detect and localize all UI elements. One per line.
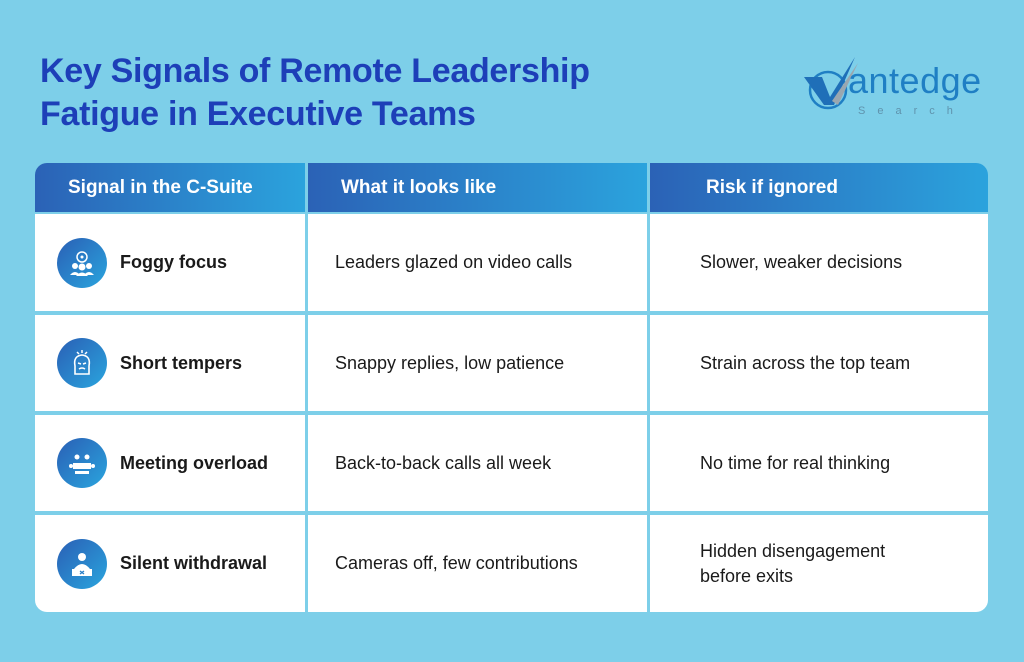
table-row-signal: Meeting overload — [35, 415, 305, 511]
looks-like-cell: Snappy replies, low patience — [308, 315, 647, 411]
risk-cell: Slower, weaker decisions — [650, 214, 988, 311]
signal-label: Silent withdrawal — [120, 553, 268, 573]
title-line-2: Fatigue in Executive Teams — [40, 95, 476, 133]
risk-cell: Strain across the top team — [650, 315, 988, 411]
signal-label: Foggy focus — [120, 252, 227, 272]
risk-cell: Hidden disengagement before exits — [650, 515, 988, 612]
signal-label: Short tempers — [120, 352, 243, 373]
header-signal: Signal in the C-Suite — [35, 163, 305, 212]
signal-label: Meeting overload — [120, 452, 269, 473]
header-risk: Risk if ignored — [650, 163, 988, 212]
checkmark-logo-icon — [804, 57, 858, 110]
angry-head-icon — [57, 338, 107, 388]
looks-like-cell: Back-to-back calls all week — [308, 415, 647, 511]
logo-subtext: Search — [858, 105, 965, 117]
table-row-signal: Short tempers — [35, 315, 305, 411]
logo-wordmark: antedge — [848, 60, 982, 101]
looks-like-cell: Cameras off, few contributions — [308, 515, 647, 612]
table-row-signal: Silent withdrawal — [35, 515, 305, 612]
meeting-table-icon — [57, 438, 107, 488]
header-looks-like: What it looks like — [308, 163, 647, 212]
signals-table: Signal in the C-Suite What it looks like… — [35, 163, 988, 612]
withdrawn-person-icon — [57, 538, 107, 589]
vantedge-logo: antedge Search — [800, 55, 1010, 130]
looks-like-cell: Leaders glazed on video calls — [308, 214, 647, 311]
focus-target-people-icon — [57, 237, 107, 288]
title-line-1: Key Signals of Remote Leadership — [40, 52, 590, 90]
table-row-signal: Foggy focus — [35, 214, 305, 311]
page-title: Key Signals of Remote Leadership Fatigue… — [40, 50, 590, 136]
risk-cell: No time for real thinking — [650, 415, 988, 511]
